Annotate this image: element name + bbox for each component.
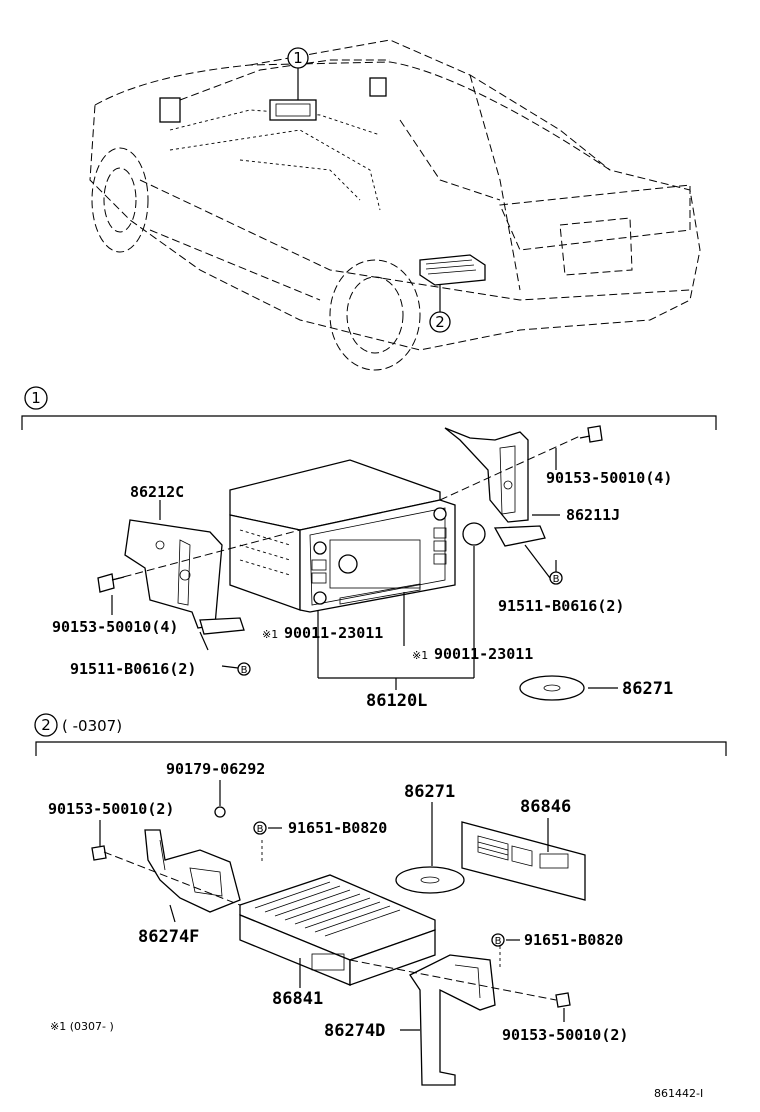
- label-90153-50010-s2a: 90153-50010(2): [48, 800, 174, 818]
- car-overview: 1 2: [89, 39, 701, 371]
- mark-b-s2b-label: B: [495, 936, 502, 947]
- figure-id: 861442-I: [654, 1087, 703, 1100]
- screw-90153-left: [97, 573, 125, 593]
- screw-90153-top: [579, 425, 603, 443]
- head-unit-86120L: [229, 459, 456, 613]
- label-86841: 86841: [272, 989, 323, 1009]
- section-2-badge: [34, 713, 58, 737]
- section-1-bracket: [21, 415, 717, 430]
- bracket-86211J: [444, 427, 546, 547]
- footnote: ※1 (0307- ): [50, 1020, 114, 1033]
- bracket-86274D: [409, 954, 496, 1086]
- mark-b-right: [549, 571, 563, 585]
- callout-1-circle: [287, 47, 309, 69]
- label-90179-06292: 90179-06292: [166, 760, 265, 778]
- label-86274F: 86274F: [138, 927, 199, 947]
- label-86271-s2: 86271: [404, 782, 455, 802]
- screw-90153-s2b: [555, 992, 571, 1008]
- mark-b-left-label: B: [241, 665, 248, 676]
- label-90153-50010-s2b: 90153-50010(2): [502, 1026, 628, 1044]
- cover-86846: [461, 821, 586, 901]
- mark-b-left: [237, 662, 251, 676]
- section-2-bracket: [35, 741, 727, 756]
- label-86846: 86846: [520, 797, 571, 817]
- section-2: 2 ( -0307): [34, 713, 727, 1100]
- section-2-range: ( -0307): [62, 717, 122, 735]
- cap-90011-right: [462, 522, 486, 546]
- label-90011-23011-b: 90011-23011: [434, 645, 533, 663]
- label-90153-50010-left: 90153-50010(4): [52, 618, 178, 636]
- label-91511-B0616-right: 91511-B0616(2): [498, 597, 624, 615]
- label-90011-23011-a: 90011-23011: [284, 624, 383, 642]
- label-90153-50010-top: 90153-50010(4): [546, 469, 672, 487]
- callout-2-label: 2: [435, 313, 445, 331]
- section-1: 1: [21, 386, 717, 711]
- label-86274D: 86274D: [324, 1021, 385, 1041]
- callout-2-circle: [429, 311, 451, 333]
- disc-86271-s1: [519, 675, 585, 701]
- screw-90153-s2a: [91, 845, 107, 861]
- amplifier-86841: [239, 874, 436, 986]
- bracket-86274F: [144, 829, 241, 913]
- label-86211J: 86211J: [566, 506, 620, 524]
- mark-b-s2a: [253, 821, 267, 835]
- mark-b-right-label: B: [553, 574, 560, 585]
- section-1-badge: [24, 386, 48, 410]
- bracket-86212C: [124, 519, 245, 635]
- bolt-90179: [214, 806, 226, 818]
- label-86271-s1: 86271: [622, 679, 673, 699]
- label-86120L: 86120L: [366, 691, 427, 711]
- label-91651-B0820-b: 91651-B0820: [524, 931, 623, 949]
- mark-b-s2b: [491, 933, 505, 947]
- disc-86271-s2: [395, 866, 465, 894]
- label-91511-B0616-left: 91511-B0616(2): [70, 660, 196, 678]
- section-1-number: 1: [31, 389, 41, 407]
- callout-1-label: 1: [293, 49, 303, 67]
- label-86212C: 86212C: [130, 483, 184, 501]
- mark-b-s2a-label: B: [257, 824, 264, 835]
- asterisk-mark-a: ※1: [262, 628, 278, 641]
- asterisk-mark-b: ※1: [412, 649, 428, 662]
- label-91651-B0820-a: 91651-B0820: [288, 819, 387, 837]
- section-2-number: 2: [41, 716, 51, 734]
